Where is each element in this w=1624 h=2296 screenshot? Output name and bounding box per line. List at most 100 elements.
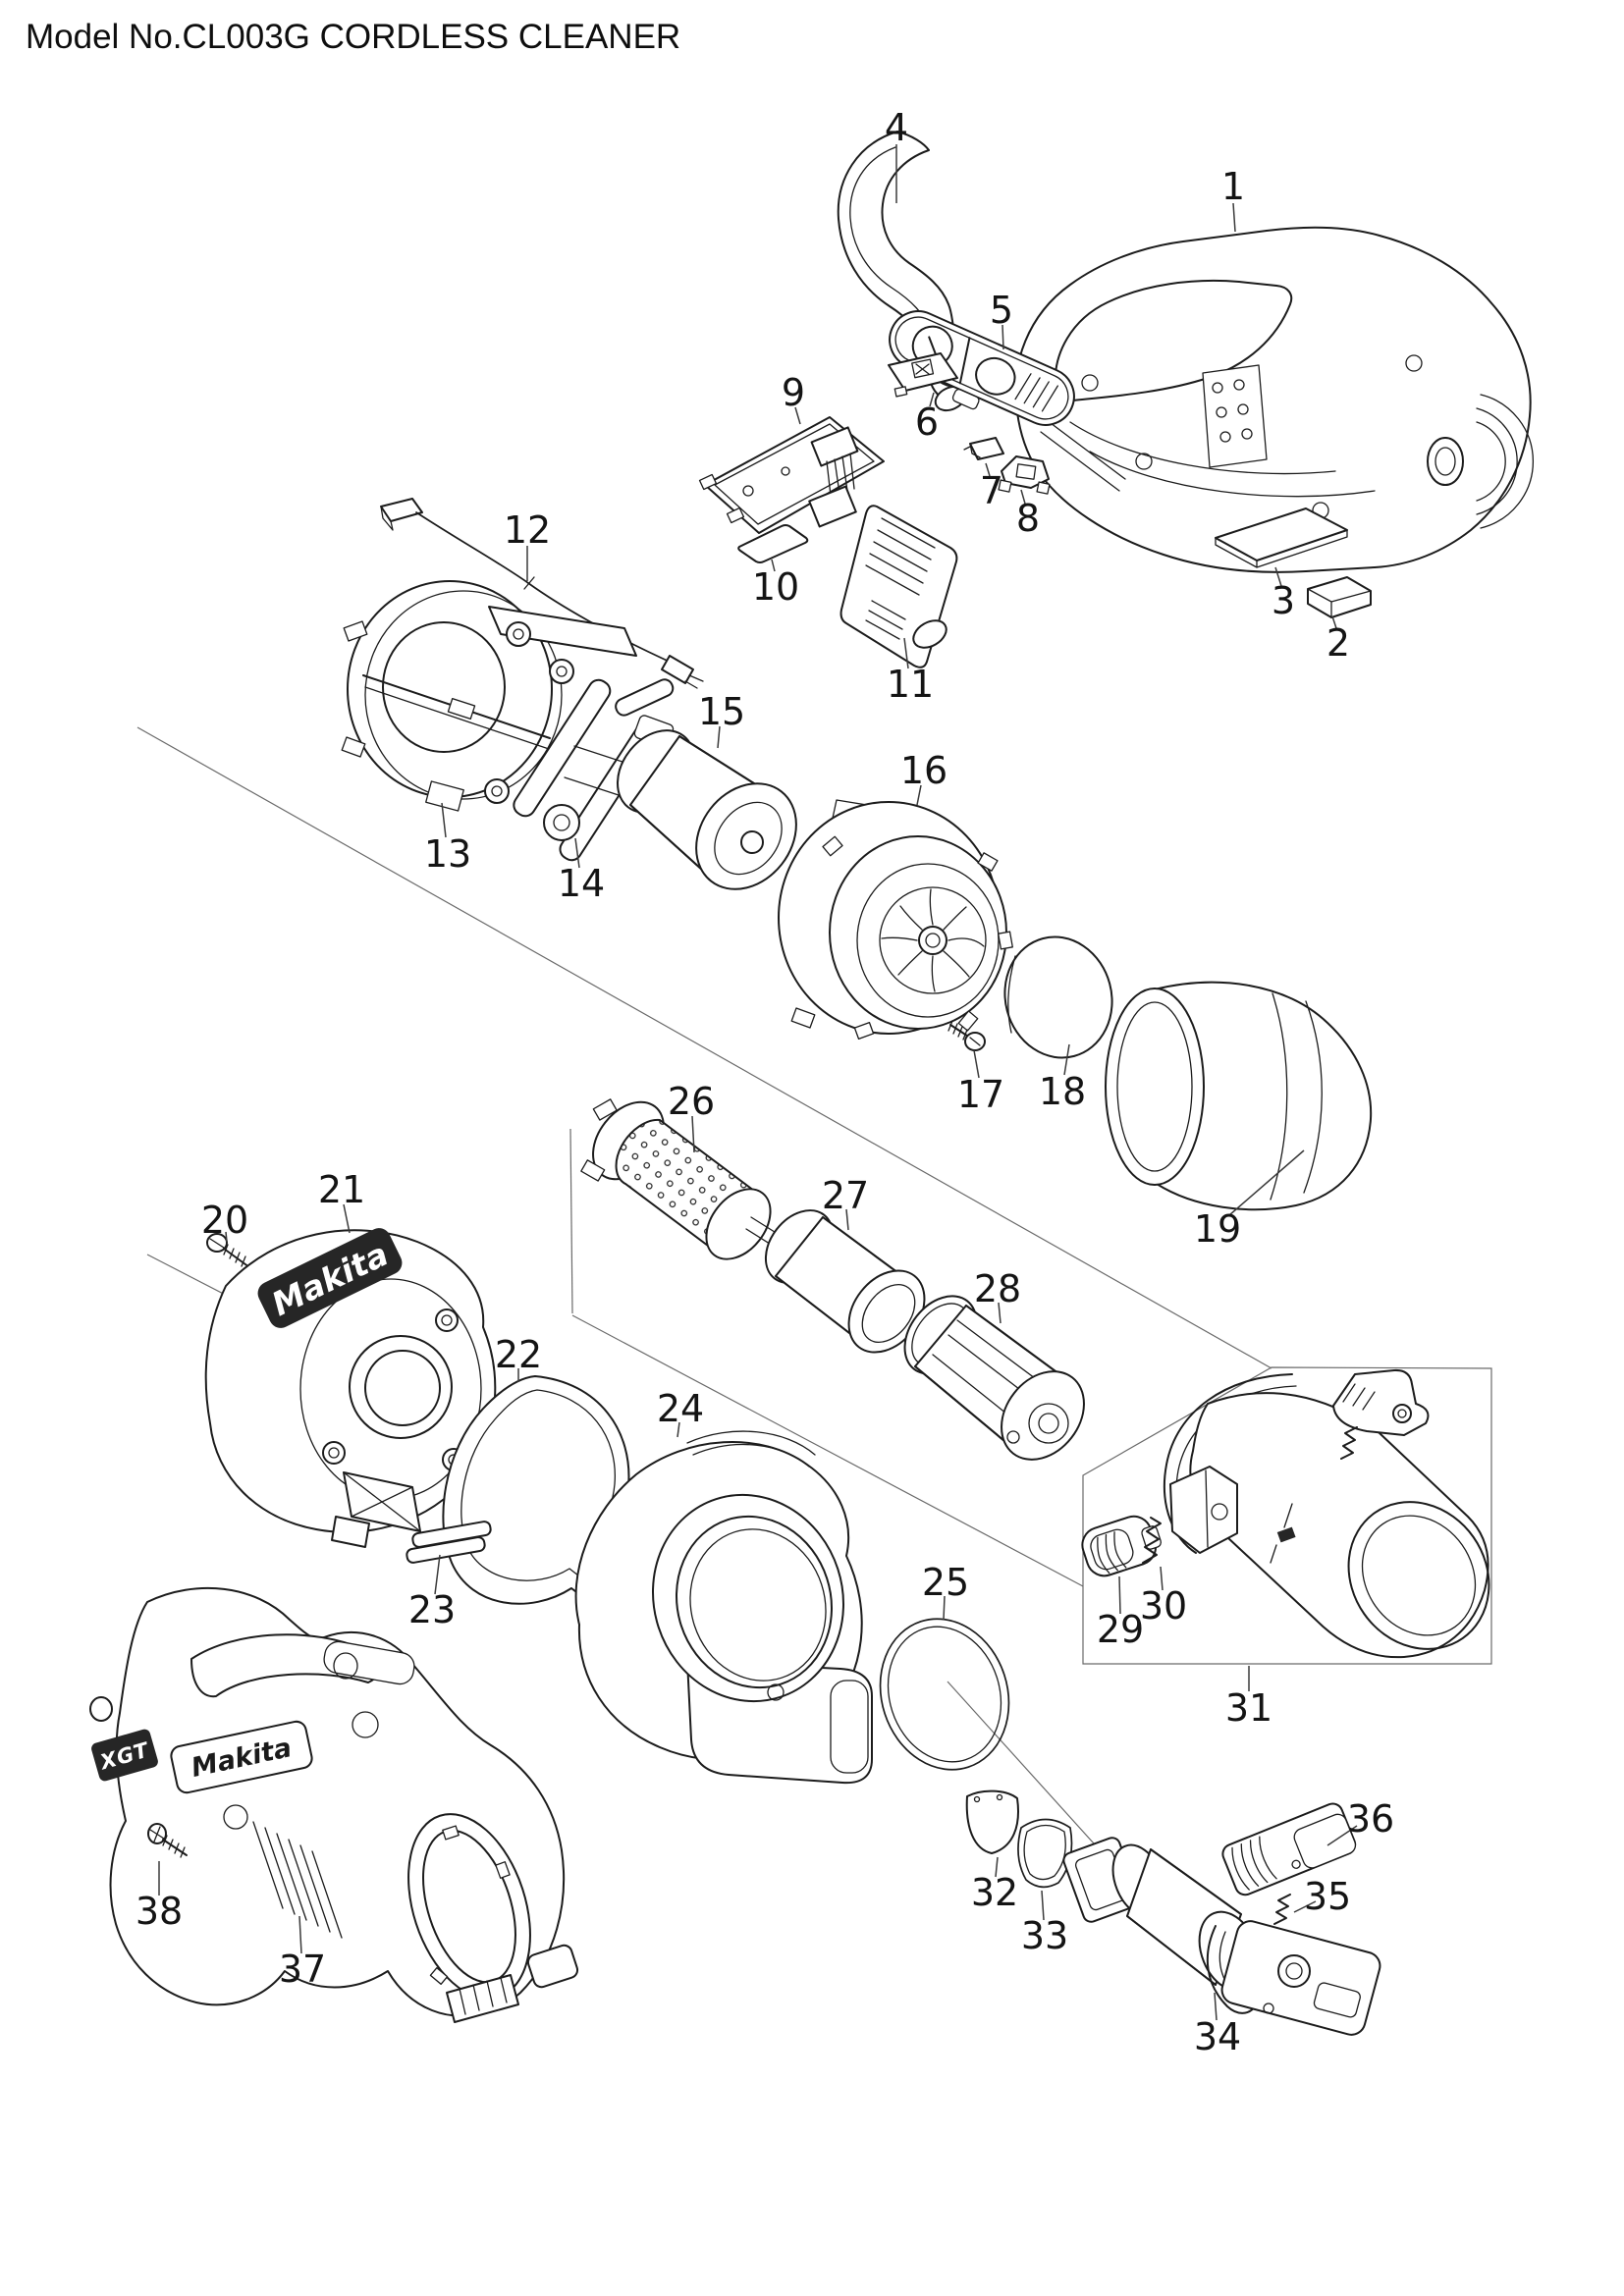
part-10-drawing	[737, 524, 809, 563]
part-38-drawing	[147, 1823, 188, 1858]
leader-line-9	[794, 406, 801, 425]
part-17-drawing	[947, 1020, 986, 1051]
part-9-drawing	[698, 416, 885, 534]
part-label-25: 25	[922, 1561, 969, 1604]
leader-line-2	[1331, 615, 1337, 629]
leader-line-6	[929, 392, 935, 407]
part-label-31: 31	[1225, 1686, 1272, 1730]
part-24-drawing	[574, 1430, 873, 1785]
leader-line-21	[343, 1203, 351, 1234]
leader-line-7	[985, 462, 991, 477]
leader-line-14	[574, 837, 580, 869]
part-18-drawing	[1003, 935, 1113, 1059]
part-label-1: 1	[1221, 165, 1245, 208]
part-label-4: 4	[885, 106, 908, 149]
part-7-drawing	[963, 437, 1004, 460]
part-label-15: 15	[698, 690, 745, 733]
leader-line-35	[1293, 1900, 1317, 1913]
part-label-27: 27	[822, 1174, 869, 1217]
part-label-9: 9	[782, 371, 805, 414]
leader-line-5	[1001, 324, 1004, 350]
leader-line-33	[1041, 1890, 1045, 1921]
part-label-32: 32	[971, 1871, 1018, 1914]
part-15-drawing	[617, 715, 797, 890]
leader-line-34	[1214, 1992, 1218, 2021]
part-label-36: 36	[1347, 1797, 1394, 1841]
part-6-drawing	[888, 352, 958, 398]
leader-line-15	[717, 725, 721, 749]
part-32-drawing	[965, 1789, 1019, 1854]
part-37-drawing: XGT Makita	[89, 1586, 579, 2023]
leader-line-30	[1160, 1566, 1164, 1591]
part-label-20: 20	[201, 1199, 248, 1242]
leader-line-19	[1228, 1149, 1305, 1216]
part-25-drawing	[879, 1618, 1010, 1771]
leader-line-29	[1118, 1575, 1121, 1615]
leader-line-28	[998, 1302, 1001, 1324]
part-label-3: 3	[1272, 579, 1295, 622]
part-27-drawing	[764, 1209, 926, 1354]
leader-line-16	[916, 784, 922, 806]
part-29-drawing	[1081, 1515, 1163, 1577]
part-3-drawing	[1215, 507, 1348, 568]
part-33-drawing	[1017, 1818, 1073, 1889]
part-label-11: 11	[887, 663, 934, 706]
page-title: Model No.CL003G CORDLESS CLEANER	[26, 18, 681, 56]
leader-line-3	[1274, 566, 1282, 587]
leader-line-10	[771, 559, 776, 572]
part-16-drawing	[778, 799, 1013, 1041]
part-label-28: 28	[974, 1267, 1021, 1310]
part-12-drawing	[380, 498, 704, 689]
leader-line-37	[298, 1915, 302, 1954]
part-label-12: 12	[504, 508, 551, 552]
part-21-drawing: Makita	[204, 1228, 497, 1548]
part-label-37: 37	[279, 1948, 326, 1991]
leader-line-11	[903, 637, 909, 669]
part-label-16: 16	[900, 749, 947, 792]
part-label-2: 2	[1326, 621, 1350, 665]
part-34-drawing	[1062, 1837, 1381, 2036]
part-13-drawing	[341, 580, 637, 812]
part-20-drawing	[206, 1233, 250, 1268]
part-label-10: 10	[752, 565, 799, 609]
construction-lines	[136, 726, 1492, 1976]
leader-line-23	[434, 1554, 441, 1595]
part-label-23: 23	[408, 1588, 456, 1631]
part-label-5: 5	[990, 289, 1013, 332]
part-label-18: 18	[1039, 1070, 1086, 1113]
leader-line-36	[1326, 1825, 1358, 1846]
part-1-drawing	[1014, 226, 1534, 573]
part-label-7: 7	[980, 469, 1003, 512]
part-label-19: 19	[1194, 1207, 1241, 1251]
leader-line-27	[845, 1208, 849, 1231]
part-8-drawing	[998, 455, 1051, 495]
part-label-26: 26	[668, 1080, 715, 1123]
part-36-drawing	[1221, 1802, 1357, 1896]
leader-line-20	[225, 1231, 228, 1243]
leader-line-17	[973, 1049, 980, 1079]
part-label-8: 8	[1016, 497, 1040, 540]
part-label-22: 22	[495, 1333, 542, 1376]
part-5-drawing	[889, 310, 1075, 426]
part-label-35: 35	[1304, 1875, 1351, 1918]
leader-line-26	[691, 1115, 695, 1153]
part-label-24: 24	[657, 1387, 704, 1430]
part-label-29: 29	[1097, 1608, 1144, 1651]
part-35-drawing	[1273, 1894, 1291, 1925]
part-label-34: 34	[1194, 2015, 1241, 2058]
part-label-14: 14	[558, 862, 605, 905]
part-label-30: 30	[1140, 1584, 1187, 1628]
leader-line-24	[677, 1421, 680, 1438]
part-label-6: 6	[915, 400, 939, 444]
dust-case-group-box	[1082, 1366, 1492, 1665]
leader-line-18	[1063, 1043, 1070, 1076]
part-label-38: 38	[135, 1890, 183, 1933]
leader-line-32	[995, 1856, 999, 1878]
leader-line-25	[943, 1595, 946, 1621]
part-label-33: 33	[1021, 1914, 1068, 1957]
part-31-drawing	[1163, 1368, 1490, 1659]
part-label-21: 21	[318, 1168, 365, 1211]
part-28-drawing	[903, 1295, 1085, 1461]
